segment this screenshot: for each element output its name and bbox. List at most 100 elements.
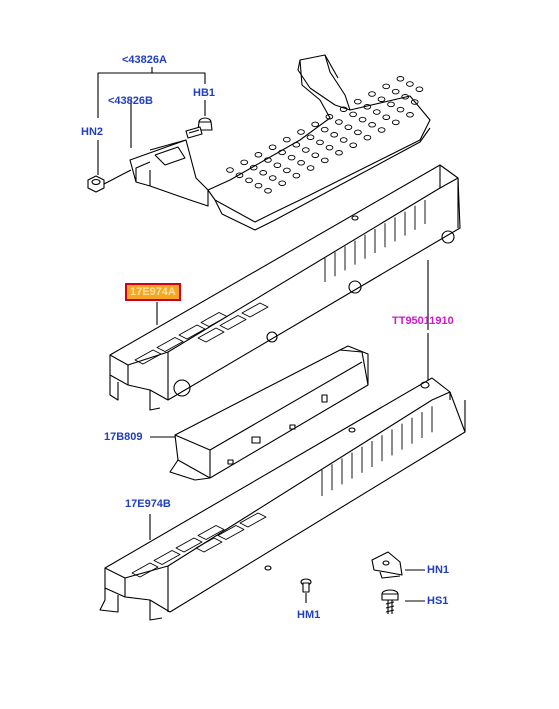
step-hole [372, 109, 381, 115]
step-hole [353, 98, 362, 105]
lower-rail-slots [131, 512, 267, 578]
upper-rail-slots [134, 302, 269, 365]
step-hole [292, 172, 301, 179]
inner-reinforcement [169, 345, 369, 481]
step-hole [297, 129, 305, 135]
step-hole [245, 177, 253, 184]
step-hole [335, 119, 343, 125]
step-hole [306, 165, 315, 171]
step-hole [344, 124, 353, 130]
callout-hs1[interactable]: HS1 [427, 595, 449, 607]
clip-nut-hn1 [371, 551, 403, 579]
lower-rail-ribs [321, 406, 433, 496]
rivet-hm1 [300, 578, 312, 593]
step-hole [368, 122, 376, 128]
step-hole [259, 170, 268, 176]
callout-17e974b[interactable]: 17E974B [125, 498, 171, 510]
step-hole [377, 127, 386, 133]
callout-hn1[interactable]: HN1 [427, 564, 450, 576]
callout-hb1[interactable]: HB1 [193, 87, 216, 99]
step-hole [311, 152, 320, 158]
step-plate [207, 54, 431, 231]
step-hole [391, 119, 400, 126]
step-hole [396, 76, 405, 82]
step-hole [339, 106, 348, 112]
step-hole [410, 99, 419, 105]
step-hole [339, 137, 348, 143]
callout-tt95011910[interactable]: TT95011910 [392, 315, 454, 327]
step-hole [354, 129, 362, 136]
lower-rail-slot [197, 525, 225, 540]
callout-hm1[interactable]: HM1 [297, 609, 321, 621]
step-hole [283, 167, 291, 174]
callout-hn2[interactable]: HN2 [81, 126, 104, 138]
nut-hn2 [87, 169, 132, 193]
step-hole [349, 142, 358, 148]
callout-17b809[interactable]: 17B809 [104, 431, 143, 443]
callout-17e974a-highlighted[interactable]: 17E974A [125, 283, 181, 301]
step-hole [330, 132, 339, 138]
lower-rail-slot [239, 512, 267, 528]
step-hole [254, 182, 263, 189]
step-hole [301, 147, 310, 153]
step-hole [264, 188, 272, 194]
step-hole [316, 139, 324, 146]
step-hole [320, 126, 329, 133]
step-hole [268, 144, 277, 150]
lower-rail-slot [217, 525, 245, 540]
step-hole [273, 162, 282, 168]
step-hole [377, 96, 386, 102]
step-hole [311, 121, 320, 128]
step-hole [240, 159, 249, 166]
lower-rail-slot [175, 537, 203, 553]
lower-rail-slot [195, 537, 223, 553]
upper-rail-slot [219, 315, 247, 330]
upper-rail-slot [197, 327, 225, 343]
step-hole [235, 172, 244, 178]
lower-rail-slot [153, 550, 181, 565]
step-hole [278, 180, 287, 186]
upper-rail-slot [178, 324, 206, 340]
step-hole [306, 134, 315, 140]
step-hole [363, 104, 372, 110]
step-hole [368, 91, 376, 97]
step-hole [282, 136, 291, 143]
step-hole [387, 101, 395, 108]
step-hole [325, 144, 334, 151]
step-hole [268, 175, 277, 181]
step-hole [358, 116, 367, 123]
callout-43826b[interactable]: <43826B [108, 95, 153, 107]
step-hole [292, 142, 301, 148]
lower-rail-slot [131, 562, 159, 578]
upper-rail [109, 164, 461, 411]
lower-rail [99, 377, 466, 621]
step-hole [406, 112, 414, 118]
step-hole [264, 157, 272, 163]
step-bracket [129, 139, 209, 207]
callout-leaders-side [149, 260, 429, 603]
step-hole [297, 160, 305, 166]
step-hole [349, 111, 357, 118]
step-hole [396, 106, 405, 113]
step-hole [406, 81, 414, 87]
step-hole [278, 149, 286, 156]
step-hole [287, 154, 296, 161]
step-hole [320, 157, 329, 164]
callout-43826a[interactable]: <43826A [122, 54, 167, 66]
upper-rail-ribs [324, 200, 426, 282]
upper-rail-slot [156, 337, 184, 352]
step-hole [249, 164, 258, 171]
step-hole [325, 114, 334, 120]
callout-leaders-top [97, 67, 206, 175]
screw-hs1 [381, 589, 399, 614]
step-hole [382, 114, 391, 120]
step-hole [382, 83, 391, 90]
upper-rail-slot [241, 302, 269, 318]
bolt-hb1 [185, 117, 213, 139]
step-hole [226, 167, 234, 173]
step-hole [335, 150, 343, 156]
upper-rail-slot [200, 312, 228, 327]
step-hole [254, 152, 263, 158]
step-hole [415, 86, 424, 92]
